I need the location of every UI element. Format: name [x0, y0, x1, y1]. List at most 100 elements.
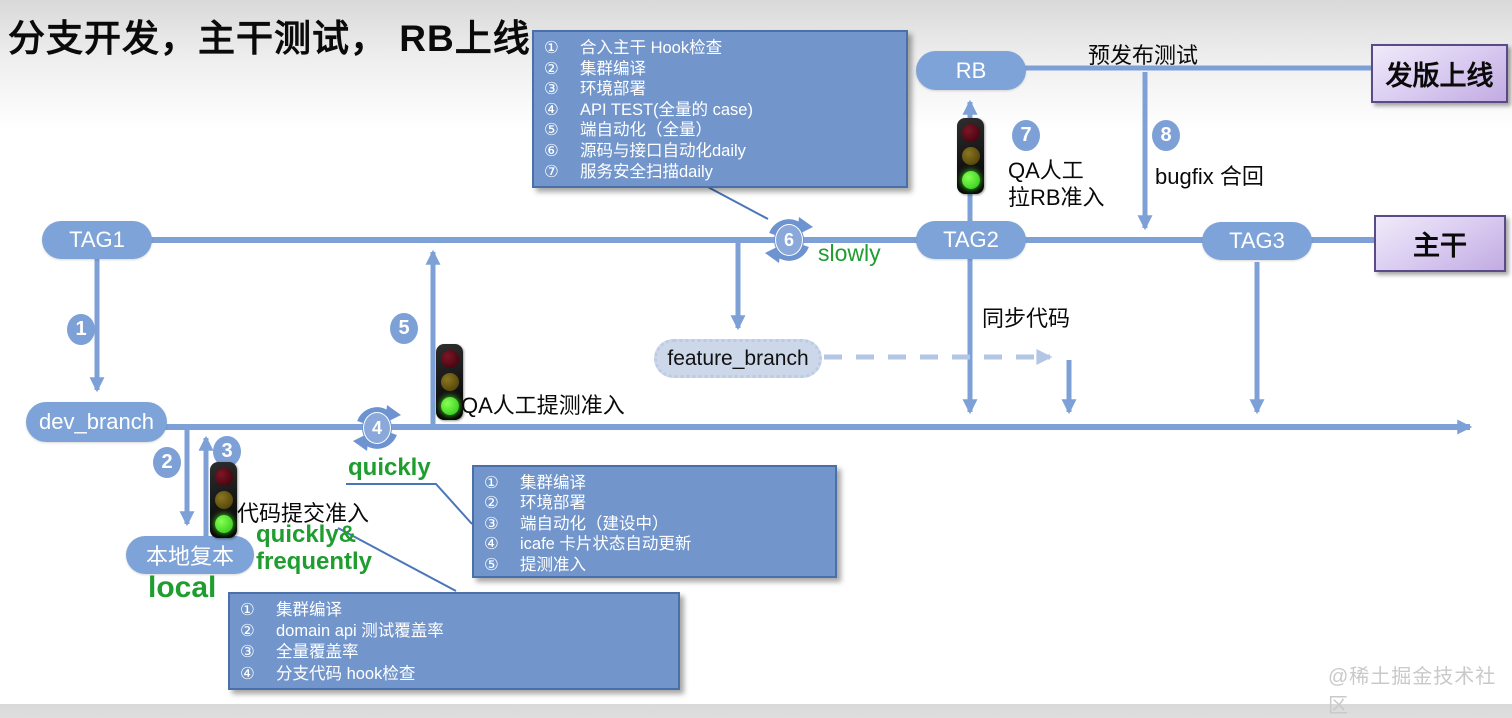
amber-light-icon [214, 491, 233, 509]
node-tag2: TAG2 [916, 221, 1026, 259]
checklist-item-text: 服务安全扫描daily [580, 162, 713, 181]
checklist-item: ① 集群编译 [484, 473, 825, 493]
checklist-item: ② domain api 测试覆盖率 [240, 621, 668, 642]
checklist-item-number: ⑤ [544, 121, 559, 140]
traffic-light-code-commit-icon [210, 462, 237, 538]
checklist-item-number: ① [544, 39, 559, 57]
label-qa-pull-rb: QA人工 拉RB准入 [1008, 157, 1105, 211]
step-1-badge: 1 [67, 314, 95, 345]
traffic-light-qa-submit-icon [436, 344, 463, 420]
checklist-item-number: ④ [484, 535, 499, 554]
checklist-item-text: 分支代码 hook检查 [276, 664, 416, 683]
checklist-item-text: icafe 卡片状态自动更新 [520, 535, 692, 554]
step-2-badge: 2 [153, 447, 181, 478]
checklist-item-text: 集群编译 [580, 59, 646, 78]
checklist-item: ① 集群编译 [240, 600, 668, 621]
label-local: local [148, 571, 217, 604]
label-qa-pull-rb-line2: 拉RB准入 [1008, 185, 1105, 210]
checklist-item-number: ③ [544, 80, 559, 99]
checklist-item-text: 集群编译 [276, 601, 342, 619]
checklist-item-number: ① [240, 601, 255, 619]
connector-trunkbox-to-step6 [705, 185, 769, 220]
node-tag3: TAG3 [1202, 222, 1312, 260]
checklist-item: ② 环境部署 [484, 493, 825, 513]
label-quickly-and: quickly& [256, 521, 357, 548]
checklist-item: ⑤ 提测准入 [484, 555, 825, 575]
step-8-badge: 8 [1152, 120, 1180, 151]
node-tag1: TAG1 [42, 221, 152, 259]
node-trunk: 主干 [1374, 215, 1506, 272]
label-quickly: quickly [348, 454, 431, 481]
checklist-item: ④ icafe 卡片状态自动更新 [484, 534, 825, 554]
checklist-item-number: ② [484, 494, 499, 513]
traffic-light-rb-entry-icon [957, 118, 984, 194]
label-frequently: frequently [256, 548, 373, 575]
checklist-item: ⑥ 源码与接口自动化daily [544, 141, 896, 162]
node-dev-branch: dev_branch [26, 402, 167, 442]
red-light-icon [961, 123, 980, 142]
label-qa-pull-rb-line1: QA人工 [1008, 158, 1084, 183]
checklist-item-text: 集群编译 [520, 474, 586, 492]
circular-arrows-icon [765, 217, 813, 263]
checklist-item-number: ② [240, 622, 255, 641]
checklist-item-number: ② [544, 59, 559, 78]
checklist-item-text: 端自动化（建设中） [520, 514, 669, 533]
label-quickly-frequently: quickly& frequently [256, 521, 372, 575]
label-bugfix-merge: bugfix 合回 [1155, 164, 1264, 189]
checklist-item: ⑦ 服务安全扫描daily [544, 162, 896, 183]
dev-submit-checklist-box: ① 集群编译 ② 环境部署 ③ 端自动化（建设中） ④ icafe 卡片状态自动更新 ⑤ 提测准入 [472, 465, 837, 578]
checklist-item: ③ 全量覆盖率 [240, 642, 668, 663]
checklist-item-text: 提测准入 [520, 555, 586, 574]
label-sync-code: 同步代码 [982, 306, 1071, 331]
label-pre-release-test: 预发布测试 [1088, 43, 1199, 68]
trunk-merge-checklist-box: ① 合入主干 Hook检查 ② 集群编译 ③ 环境部署 ④ API TEST(全量的 case… [532, 30, 908, 188]
checklist-item-text: 全量覆盖率 [276, 643, 359, 662]
checklist-item: ④ API TEST(全量的 case) [544, 100, 896, 121]
checklist-item-text: domain api 测试覆盖率 [276, 622, 444, 641]
node-rb: RB [916, 51, 1026, 90]
checklist-item-number: ① [484, 474, 499, 492]
checklist-item: ④ 分支代码 hook检查 [240, 664, 668, 685]
checklist-item: ⑤ 端自动化（全量） [544, 120, 896, 141]
label-slowly: slowly [818, 240, 881, 266]
node-feature-branch: feature_branch [654, 339, 822, 378]
step-3-badge: 3 [213, 436, 241, 467]
watermark: @稀土掘金技术社区 [1328, 666, 1497, 717]
checklist-item-number: ④ [544, 100, 559, 119]
checklist-item: ③ 端自动化（建设中） [484, 514, 825, 534]
checklist-item-text: 端自动化（全量） [580, 121, 712, 140]
node-release-online: 发版上线 [1371, 44, 1508, 103]
checklist-item: ③ 环境部署 [544, 79, 896, 100]
label-qa-submit-check: QA人工提测准入 [461, 393, 625, 418]
checklist-item: ① 合入主干 Hook检查 [544, 38, 896, 59]
checklist-item-text: 源码与接口自动化daily [580, 141, 746, 160]
checklist-item-text: 合入主干 Hook检查 [580, 39, 723, 57]
step-4-badge: 4 [363, 412, 391, 444]
label-code-commit-check: 代码提交准入 [237, 501, 370, 526]
step-7-badge: 7 [1012, 120, 1040, 151]
checklist-item-number: ③ [484, 514, 499, 533]
red-light-icon [440, 349, 459, 368]
checklist-item-text: 环境部署 [580, 80, 646, 99]
checklist-item-text: API TEST(全量的 case) [580, 100, 753, 119]
amber-light-icon [961, 147, 980, 165]
step-5-badge: 5 [390, 313, 418, 344]
checklist-item-number: ③ [240, 643, 255, 662]
green-light-icon [961, 170, 980, 189]
green-light-icon [440, 396, 459, 415]
red-light-icon [214, 467, 233, 486]
checklist-item-number: ⑦ [544, 162, 559, 181]
page-title: 分支开发，主干测试， RB上线 [8, 18, 531, 59]
checklist-item-text: 环境部署 [520, 494, 586, 513]
checklist-item: ② 集群编译 [544, 59, 896, 80]
step-6-badge: 6 [775, 224, 803, 256]
loop-step-4-icon: 4 [351, 402, 403, 454]
checklist-item-number: ⑤ [484, 555, 499, 574]
node-local-copy: 本地复本 [126, 536, 254, 574]
local-commit-checklist-box: ① 集群编译 ② domain api 测试覆盖率 ③ 全量覆盖率 ④ 分支代码 hook检查 [228, 592, 680, 690]
checklist-item-number: ④ [240, 664, 255, 683]
amber-light-icon [440, 373, 459, 391]
checklist-item-number: ⑥ [544, 141, 559, 160]
loop-step-6-icon: 6 [763, 214, 815, 266]
